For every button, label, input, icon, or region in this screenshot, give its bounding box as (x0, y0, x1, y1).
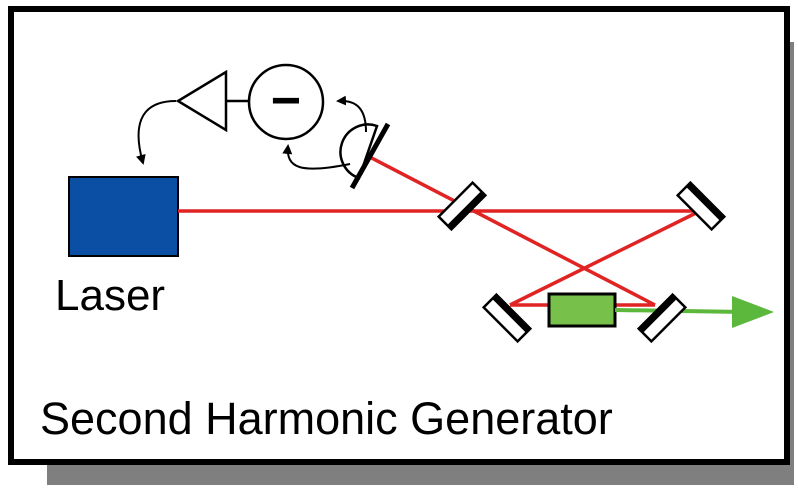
diagram-caption: Second Harmonic Generator (40, 393, 613, 444)
feedback-arrow-to-laser (136, 100, 177, 165)
mirror-top-right (675, 180, 727, 232)
mirror-bottom-right (636, 292, 688, 344)
laser-label: Laser (55, 271, 165, 320)
laser-block (68, 176, 179, 257)
subtractor-symbol: − (271, 72, 301, 130)
signal-arrow-upper (336, 95, 367, 133)
signal-arrow-lower (282, 144, 351, 170)
nonlinear-crystal (547, 292, 617, 328)
mirror-beamsplitter (436, 180, 488, 232)
amplifier-triangle (175, 69, 228, 133)
mirror-bottom-left (481, 292, 533, 344)
